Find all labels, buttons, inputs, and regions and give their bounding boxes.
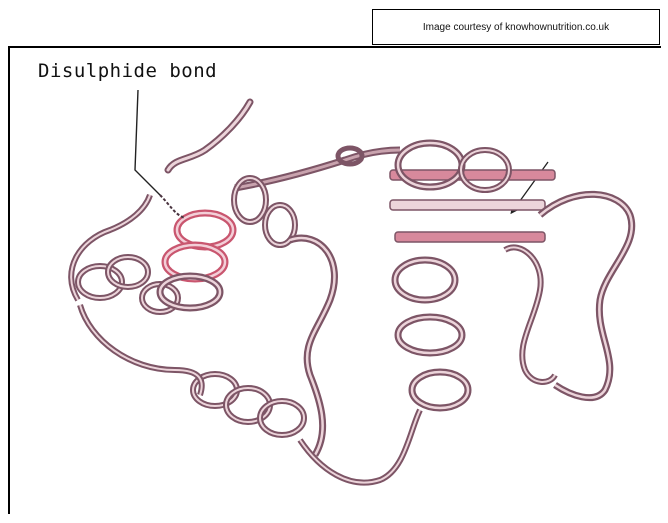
ribbon-loop-right (540, 194, 632, 397)
ribbon-loop-right-inner (505, 247, 555, 382)
label-leader-line (135, 90, 160, 195)
helix-bottom (193, 374, 304, 435)
helix-right (395, 143, 509, 408)
ribbon-loop-lower-left (80, 305, 202, 395)
ribbon-loop-center (290, 238, 334, 455)
helix-pink (160, 213, 233, 308)
disulphide-bond-link (160, 195, 185, 218)
